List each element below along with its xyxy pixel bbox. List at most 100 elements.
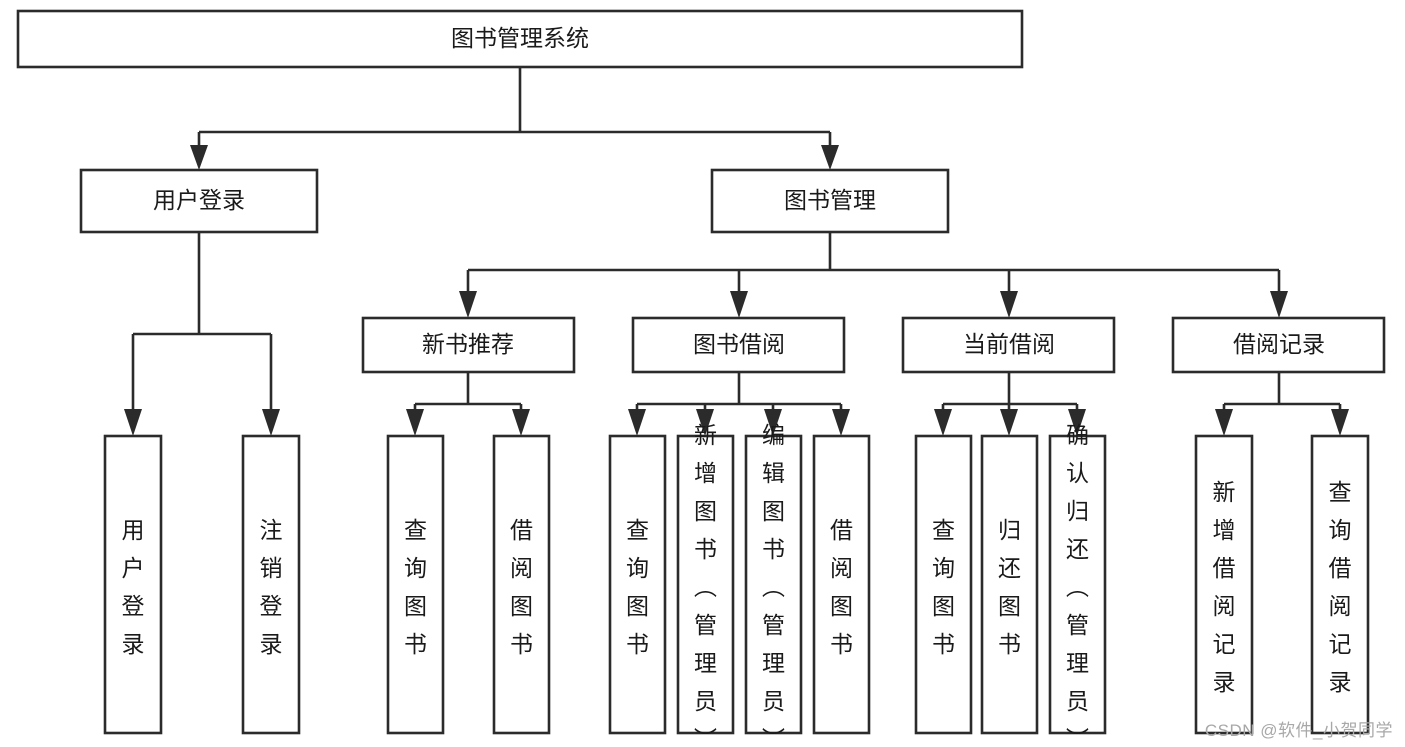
arrow-to-leaf-query-book-1 <box>406 409 424 436</box>
svg-text:理: 理 <box>694 650 717 676</box>
arrow-to-user-login <box>190 145 208 170</box>
root-label: 图书管理系统 <box>451 25 589 51</box>
svg-text:增: 增 <box>694 460 717 486</box>
svg-text:借: 借 <box>510 517 533 543</box>
svg-text:图: 图 <box>694 498 717 524</box>
leaf-borrow-book-2-box[interactable] <box>812 434 871 735</box>
node-leaf-query-book-3[interactable] <box>914 434 973 735</box>
leaf-query-book-2-box[interactable] <box>608 434 667 735</box>
connector-root-bus <box>197 67 832 152</box>
arrow-to-current-borrow <box>1000 291 1018 318</box>
node-leaf-confirm-return[interactable] <box>1048 434 1107 735</box>
new-book-recommend-label: 新书推荐 <box>422 331 514 357</box>
connector-current-borrow-bus <box>941 372 1079 412</box>
node-root[interactable]: 图书管理系统 <box>16 9 1024 69</box>
svg-text:员: 员 <box>1066 688 1089 714</box>
svg-text:新: 新 <box>694 422 717 448</box>
node-user-login[interactable]: 用户登录 <box>79 168 319 234</box>
connector-borrow-record-bus <box>1222 372 1342 412</box>
book-borrow-box[interactable] <box>631 316 846 374</box>
svg-text:）: ） <box>1064 727 1090 747</box>
svg-text:（: （ <box>760 575 786 598</box>
arrow-to-borrow-record <box>1270 291 1288 318</box>
svg-text:查: 查 <box>626 517 649 543</box>
svg-text:图: 图 <box>932 593 955 619</box>
svg-text:管: 管 <box>1066 612 1089 638</box>
node-leaf-query-book-1[interactable] <box>386 434 445 735</box>
svg-text:查: 查 <box>932 517 955 543</box>
user-login-box[interactable] <box>79 168 319 234</box>
svg-text:记: 记 <box>1329 631 1352 657</box>
current-borrow-label: 当前借阅 <box>963 331 1055 357</box>
leaf-borrow-book-1-box[interactable] <box>492 434 551 735</box>
svg-text:书: 书 <box>762 536 785 562</box>
node-leaf-query-book-2[interactable] <box>608 434 667 735</box>
current-borrow-box[interactable] <box>901 316 1116 374</box>
svg-text:图: 图 <box>510 593 533 619</box>
svg-text:图: 图 <box>998 593 1021 619</box>
node-leaf-add-book[interactable] <box>676 434 735 735</box>
svg-text:）: ） <box>692 727 718 747</box>
svg-text:确: 确 <box>1066 422 1089 448</box>
node-borrow-record[interactable]: 借阅记录 <box>1171 316 1386 374</box>
node-leaf-borrow-book-2[interactable] <box>812 434 871 735</box>
book-manage-box[interactable] <box>710 168 950 234</box>
node-current-borrow[interactable]: 当前借阅 <box>901 316 1116 374</box>
svg-text:理: 理 <box>1066 650 1089 676</box>
connector-book-borrow-bus <box>635 372 843 412</box>
svg-text:图: 图 <box>626 593 649 619</box>
root-box[interactable] <box>16 9 1024 69</box>
svg-text:查: 查 <box>404 517 427 543</box>
svg-text:归: 归 <box>998 517 1021 543</box>
svg-text:）: ） <box>760 727 786 747</box>
leaf-return-book-box[interactable] <box>980 434 1039 735</box>
leaf-query-book-1-box[interactable] <box>386 434 445 735</box>
svg-text:销: 销 <box>260 555 283 581</box>
svg-text:还: 还 <box>998 555 1021 581</box>
svg-text:阅: 阅 <box>1329 593 1352 619</box>
leaf-user-logout-box[interactable] <box>241 434 301 735</box>
svg-text:记: 记 <box>1213 631 1236 657</box>
svg-text:户: 户 <box>122 555 145 581</box>
node-leaf-add-record[interactable] <box>1194 434 1254 735</box>
leaf-add-book-box[interactable] <box>676 434 735 735</box>
arrow-to-leaf-user-login <box>124 409 142 436</box>
node-leaf-edit-book[interactable] <box>744 434 803 735</box>
leaf-query-record-box[interactable] <box>1310 434 1370 735</box>
svg-text:员: 员 <box>762 688 785 714</box>
leaf-add-record-box[interactable] <box>1194 434 1254 735</box>
node-book-manage[interactable]: 图书管理 <box>710 168 950 234</box>
svg-text:归: 归 <box>1066 498 1089 524</box>
book-borrow-label: 图书借阅 <box>693 331 785 357</box>
leaf-user-login-label: 用户登录 <box>122 517 145 657</box>
arrow-to-new-book-recommend <box>459 291 477 318</box>
leaf-user-login-box[interactable] <box>103 434 163 735</box>
svg-text:注: 注 <box>260 517 283 543</box>
node-book-borrow[interactable]: 图书借阅 <box>631 316 846 374</box>
arrow-to-leaf-borrow-book-2 <box>832 409 850 436</box>
svg-text:（: （ <box>1064 575 1090 598</box>
svg-text:借: 借 <box>1329 555 1352 581</box>
node-leaf-return-book[interactable] <box>980 434 1039 735</box>
node-new-book-recommend[interactable]: 新书推荐 <box>361 316 576 374</box>
leaf-confirm-return-box[interactable] <box>1048 434 1107 735</box>
svg-text:用: 用 <box>122 517 145 543</box>
new-book-recommend-box[interactable] <box>361 316 576 374</box>
svg-text:编: 编 <box>762 422 785 448</box>
leaf-edit-book-box[interactable] <box>744 434 803 735</box>
svg-text:图: 图 <box>762 498 785 524</box>
connector-book-manage-bus <box>466 232 1281 295</box>
node-leaf-user-login[interactable] <box>103 434 163 735</box>
borrow-record-box[interactable] <box>1171 316 1386 374</box>
node-leaf-user-logout[interactable] <box>241 434 301 735</box>
svg-text:新: 新 <box>1213 479 1236 505</box>
connector-user-login-bus <box>131 232 273 412</box>
node-leaf-borrow-book-1[interactable] <box>492 434 551 735</box>
leaf-query-book-3-box[interactable] <box>914 434 973 735</box>
node-leaf-query-record[interactable] <box>1310 434 1370 735</box>
svg-text:借: 借 <box>1213 555 1236 581</box>
